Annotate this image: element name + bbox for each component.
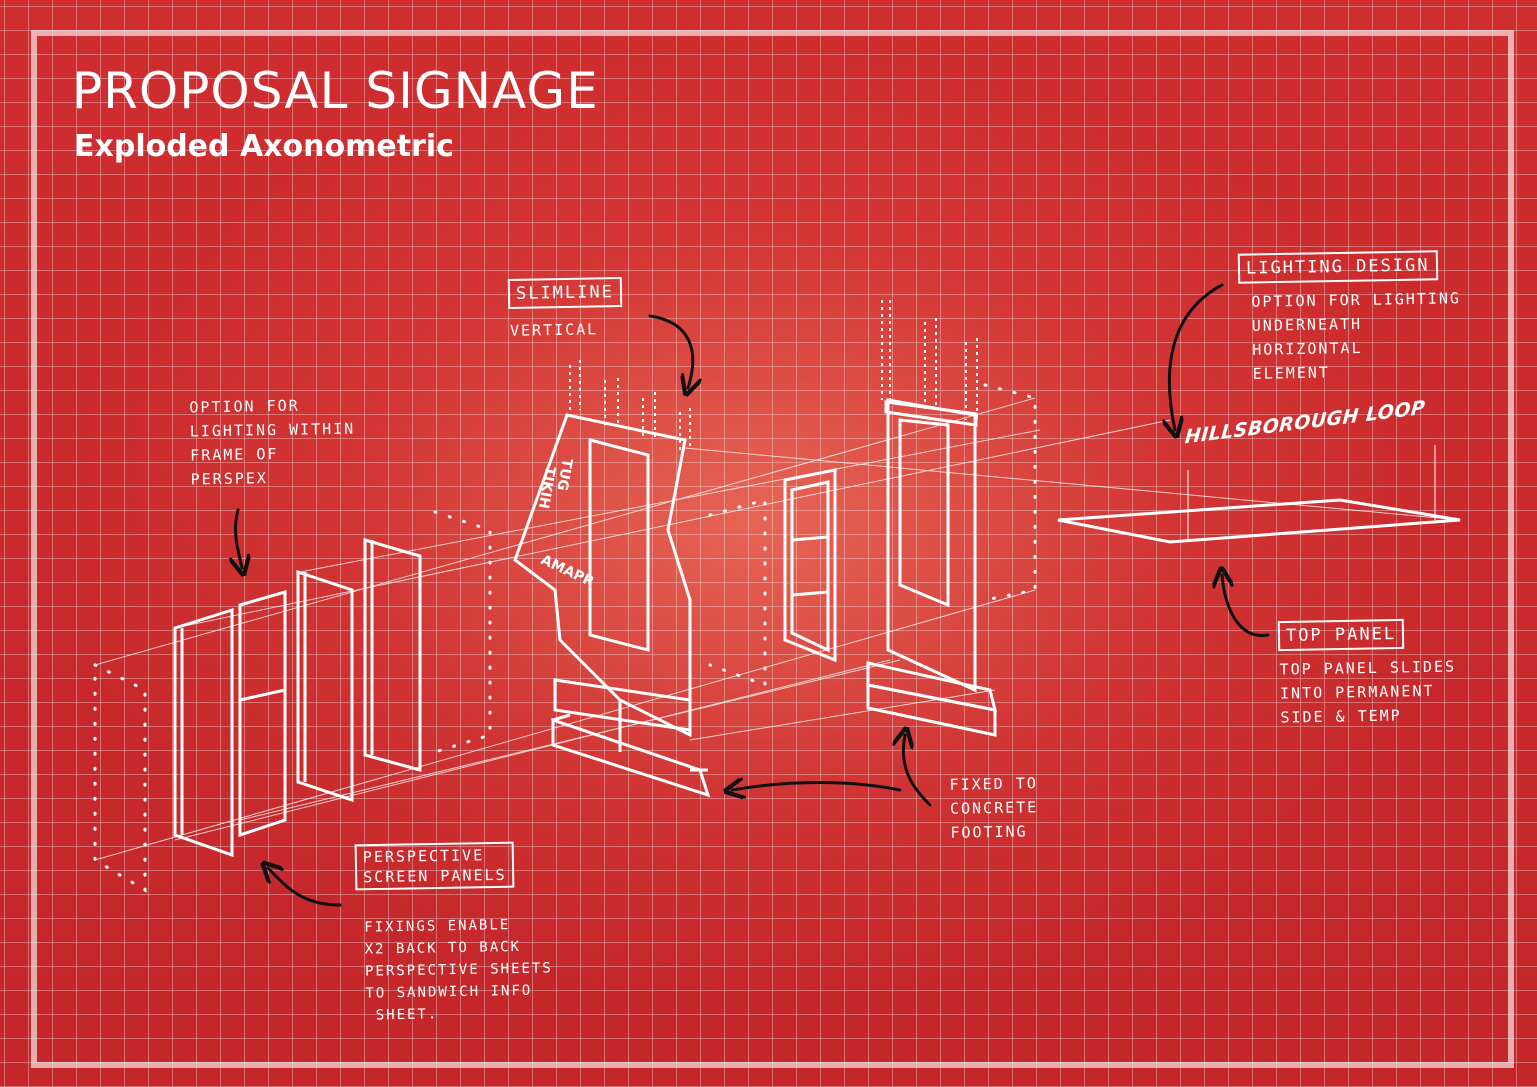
lighting-frame-note: OPTION FOR LIGHTING WITHIN FRAME OF PERS… — [189, 396, 356, 489]
page-title: PROPOSAL SIGNAGE — [72, 62, 599, 120]
top-panel-label: TOP PANEL — [1277, 618, 1405, 652]
lighting-design-label: LIGHTING DESIGN — [1237, 250, 1438, 284]
slimline-note: VERTICAL — [509, 320, 599, 340]
fixings-note: FIXINGS ENABLE X2 BACK TO BACK PERSPECTI… — [364, 917, 553, 1024]
fixed-footing-note: FIXED TO CONCRETE FOOTING — [949, 774, 1039, 842]
leader-arrows — [235, 283, 1270, 907]
projection-lines — [94, 397, 1461, 861]
permanent-frames — [783, 398, 998, 737]
slimline-label: SLIMLINE — [507, 277, 623, 309]
totem-screws — [569, 360, 691, 450]
perspective-panels — [173, 538, 422, 858]
lighting-design-note: OPTION FOR LIGHTING UNDERNEATH HORIZONTA… — [1251, 289, 1462, 383]
dotted-outlines — [93, 383, 1037, 893]
perspective-screen-label: PERSPECTIVE SCREEN PANELS — [354, 841, 515, 891]
horizontal-top-panel — [1057, 445, 1461, 544]
page-subtitle: Exploded Axonometric — [74, 129, 454, 164]
frame-screws — [881, 300, 978, 420]
slimline-totem — [513, 413, 711, 798]
sheet-border — [31, 30, 1514, 1068]
top-panel-note: TOP PANEL SLIDES INTO PERMANENT SIDE & T… — [1279, 657, 1457, 727]
